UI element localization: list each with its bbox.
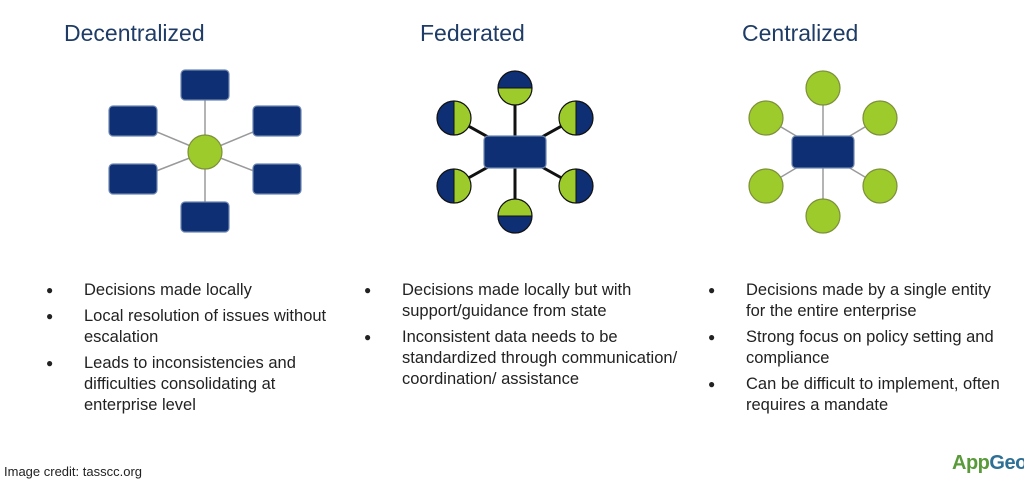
decentralized-diagram	[108, 69, 302, 233]
node-rect-lower-right	[252, 163, 302, 195]
centralized-diagram	[748, 70, 898, 234]
node-split-upper-left	[436, 100, 472, 136]
bullets-federated: Decisions made locally but with support/…	[362, 280, 682, 395]
list-item: Decisions made locally	[44, 280, 344, 301]
bullets-centralized: Decisions made by a single entity for th…	[706, 280, 1006, 421]
federated-diagram	[436, 70, 594, 234]
title-decentralized: Decentralized	[64, 20, 205, 46]
list-item: Can be difficult to implement, often req…	[706, 374, 1006, 416]
node-rect-top	[180, 69, 230, 101]
image-credit: Image credit: tasscc.org	[4, 464, 142, 479]
node-split-top	[497, 70, 533, 106]
hub-rect	[483, 135, 547, 169]
list-item: Leads to inconsistencies and difficultie…	[44, 353, 344, 416]
node-circle-top	[805, 70, 841, 106]
list-item: Decisions made locally but with support/…	[362, 280, 682, 322]
node-rect-bottom	[180, 201, 230, 233]
bullets-decentralized: Decisions made locally Local resolution …	[44, 280, 344, 421]
title-federated: Federated	[420, 20, 525, 46]
node-rect-upper-right	[252, 105, 302, 137]
node-split-lower-right	[558, 168, 594, 204]
hub-rect	[791, 135, 855, 169]
node-split-bottom	[497, 198, 533, 234]
node-split-upper-right	[558, 100, 594, 136]
logo-part-app: App	[952, 452, 990, 474]
appgeo-logo: AppGeo	[952, 452, 1024, 475]
title-centralized: Centralized	[742, 20, 859, 46]
node-circle-lower-left	[748, 168, 784, 204]
node-circle-upper-left	[748, 100, 784, 136]
node-rect-lower-left	[108, 163, 158, 195]
node-circle-lower-right	[862, 168, 898, 204]
node-rect-upper-left	[108, 105, 158, 137]
node-circle-bottom	[805, 198, 841, 234]
list-item: Local resolution of issues without escal…	[44, 306, 344, 348]
list-item: Strong focus on policy setting and compl…	[706, 327, 1006, 369]
list-item: Decisions made by a single entity for th…	[706, 280, 1006, 322]
list-item: Inconsistent data needs to be standardiz…	[362, 327, 682, 390]
logo-part-geo: Geo	[989, 452, 1024, 474]
node-split-lower-left	[436, 168, 472, 204]
node-circle-upper-right	[862, 100, 898, 136]
hub-circle	[187, 134, 223, 170]
